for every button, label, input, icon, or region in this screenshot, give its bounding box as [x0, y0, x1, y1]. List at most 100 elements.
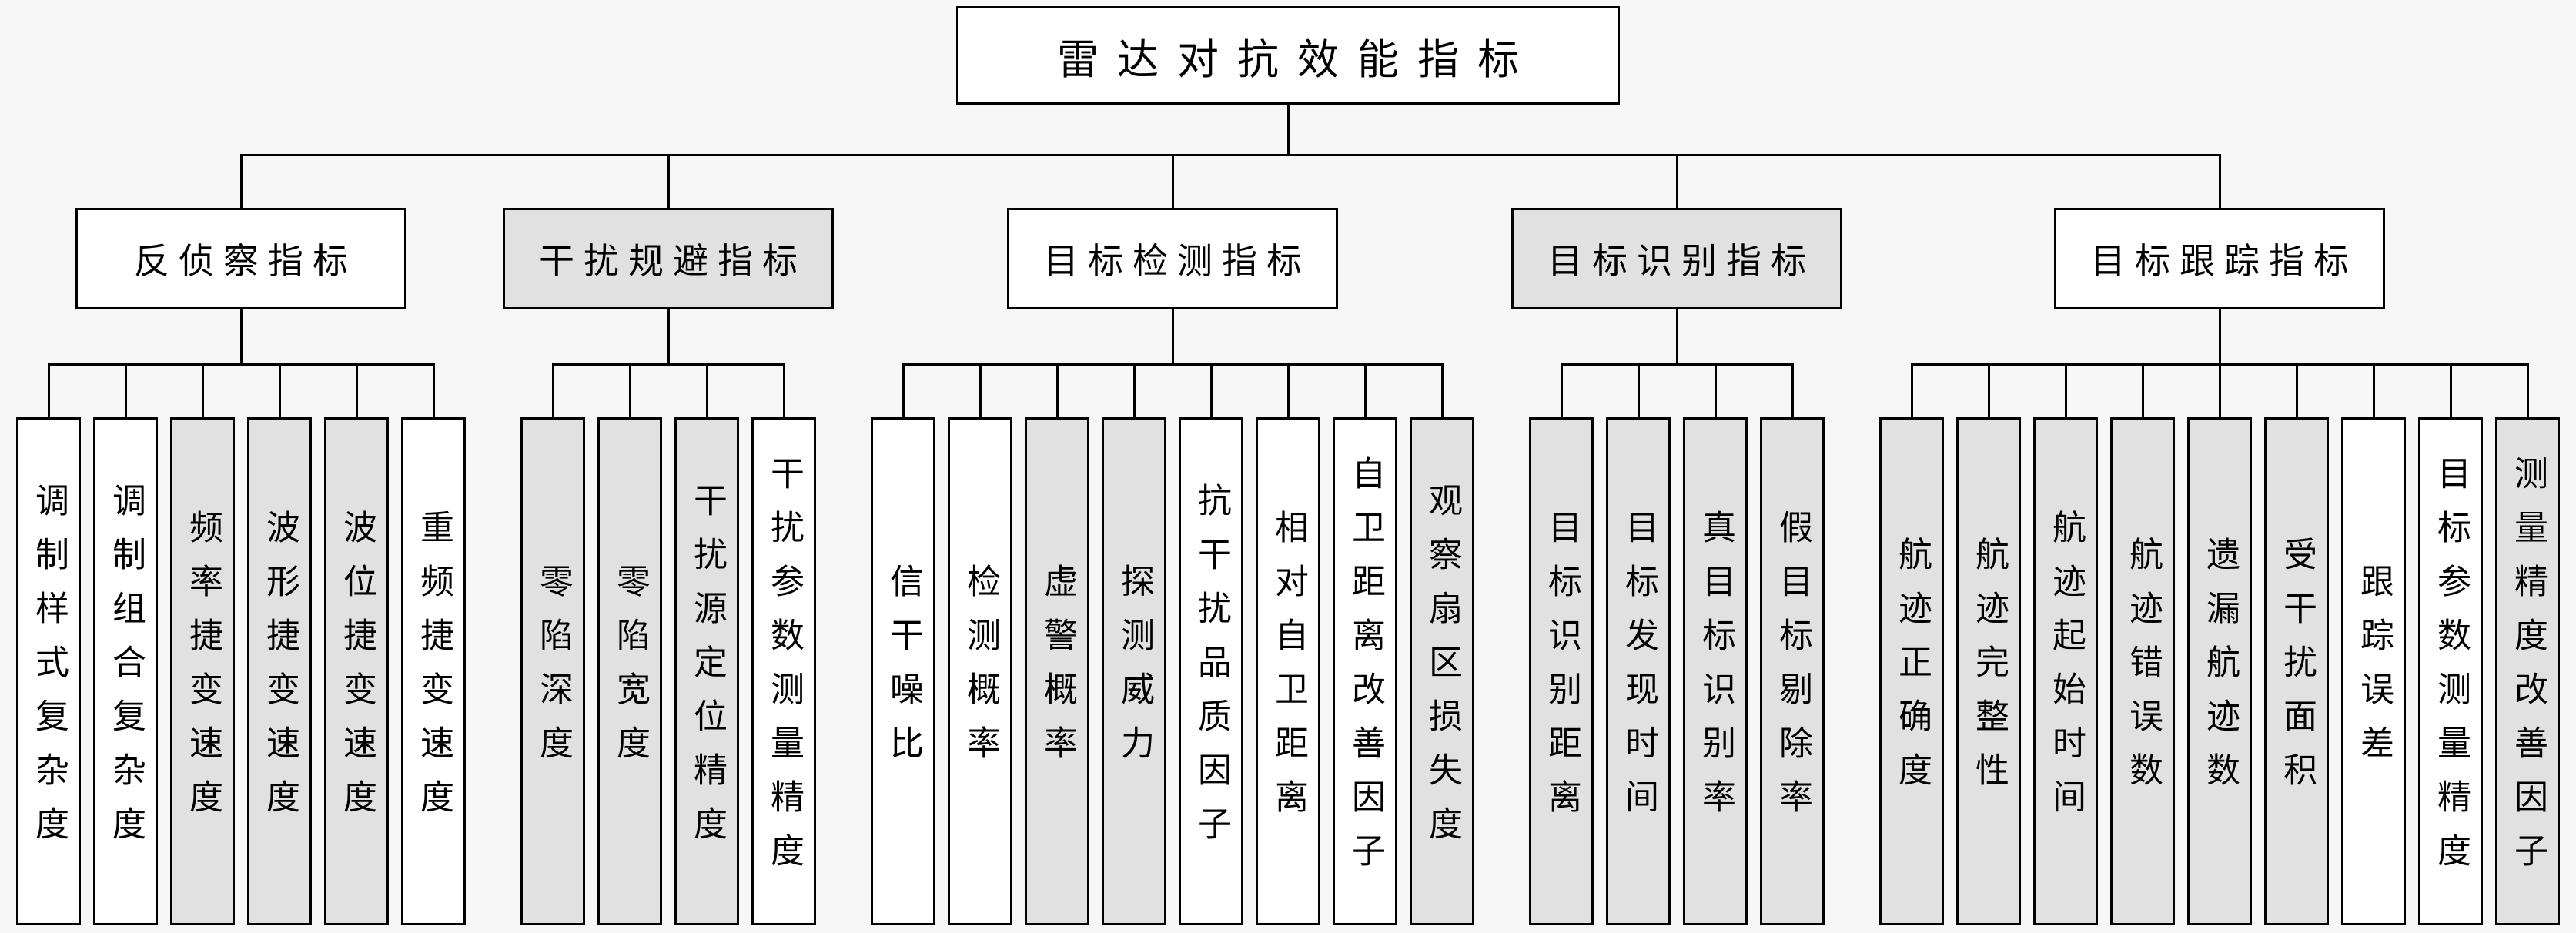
connector-leaf-stub: [201, 363, 204, 417]
connector-leaf-stub: [1440, 363, 1444, 417]
connector-leaf-stub: [2295, 363, 2298, 417]
leaf-col: 遗漏航迹数: [2181, 363, 2258, 925]
leaf-node: 检测概率: [948, 417, 1012, 925]
branch-target-tracking: 目标跟踪指标 航迹正确度 航迹完整性 航迹起始时间 航迹错误数: [1858, 154, 2576, 925]
leaf-col: 跟踪误差: [2335, 363, 2412, 925]
connector-head-stub: [239, 309, 243, 363]
connector-leaf-stub: [1791, 363, 1794, 417]
leaf-node: 真目标识别率: [1683, 417, 1748, 925]
leaf-col: 自卫距离改善因子: [1326, 363, 1403, 925]
root-row: 雷达对抗效能指标: [0, 6, 2576, 105]
connector-leaf-stub: [432, 363, 435, 417]
leaf-node: 干扰源定位精度: [674, 417, 739, 925]
leaf-col: 探测威力: [1096, 363, 1173, 925]
connector-head-stub: [667, 309, 670, 363]
leaf-node: 航迹错误数: [2110, 417, 2175, 925]
connector-leaf-stub: [2526, 363, 2529, 417]
connector-head-stub: [1675, 309, 1678, 363]
leaf-row: 目标识别距离 目标发现时间 真目标识别率 假目标剔除率: [1523, 363, 1831, 925]
leaf-node: 受干扰面积: [2264, 417, 2329, 925]
leaf-node: 零陷宽度: [597, 417, 662, 925]
connector-leaf-stub: [2218, 363, 2221, 417]
branch-target-detection: 目标检测指标 信干噪比 检测概率 虚警概率 探测威力: [849, 154, 1496, 925]
connector-leaf-stub: [278, 363, 281, 417]
root-node: 雷达对抗效能指标: [956, 6, 1620, 105]
branch-jam-avoidance: 干扰规避指标 零陷深度 零陷宽度 干扰源定位精度 干扰参数测量精度: [487, 154, 849, 925]
leaf-col: 干扰源定位精度: [668, 363, 745, 925]
leaf-col: 波形捷变速度: [241, 363, 318, 925]
connector-leaf-stub: [705, 363, 708, 417]
connector-head-stub: [1171, 309, 1174, 363]
connector-leaf-stub: [1209, 363, 1213, 417]
leaf-node: 目标识别距离: [1529, 417, 1594, 925]
leaf-col: 抗干扰品质因子: [1173, 363, 1250, 925]
branch-row: 反侦察指标 调制样式复杂度 调制组合复杂度 频率捷变速度 波形捷变速度: [0, 154, 2576, 925]
leaf-node: 信干噪比: [871, 417, 935, 925]
connector-leaf-stub: [2064, 363, 2067, 417]
leaf-col: 频率捷变速度: [164, 363, 241, 925]
connector-leaf-stub: [551, 363, 554, 417]
branch-target-recognition: 目标识别指标 目标识别距离 目标发现时间 真目标识别率 假目标剔除率: [1496, 154, 1858, 925]
leaf-node: 测量精度改善因子: [2495, 417, 2560, 925]
leaf-col: 调制样式复杂度: [10, 363, 87, 925]
leaf-col: 相对自卫距离: [1250, 363, 1326, 925]
connector-leaf-stub: [1637, 363, 1640, 417]
connector-leaf-stub: [1987, 363, 1990, 417]
connector-leaf-stub: [2449, 363, 2452, 417]
leaf-node: 波位捷变速度: [324, 417, 389, 925]
leaf-node: 重频捷变速度: [401, 417, 466, 925]
leaf-node: 抗干扰品质因子: [1179, 417, 1243, 925]
leaf-node: 波形捷变速度: [247, 417, 312, 925]
leaf-node: 航迹正确度: [1879, 417, 1944, 925]
leaf-col: 虚警概率: [1019, 363, 1096, 925]
leaf-node: 调制样式复杂度: [16, 417, 81, 925]
leaf-col: 观察扇区损失度: [1403, 363, 1480, 925]
branch-anti-recon: 反侦察指标 调制样式复杂度 调制组合复杂度 频率捷变速度 波形捷变速度: [0, 154, 487, 925]
branch-node: 干扰规避指标: [503, 208, 834, 309]
leaf-node: 遗漏航迹数: [2187, 417, 2252, 925]
connector-leaf-stub: [628, 363, 631, 417]
leaf-node: 目标发现时间: [1606, 417, 1671, 925]
branch-node: 目标检测指标: [1007, 208, 1338, 309]
leaf-col: 受干扰面积: [2258, 363, 2335, 925]
leaf-col: 测量精度改善因子: [2489, 363, 2566, 925]
connector-leaf-stub: [1132, 363, 1136, 417]
leaf-node: 探测威力: [1102, 417, 1166, 925]
leaf-node: 航迹完整性: [1956, 417, 2021, 925]
leaf-node: 虚警概率: [1025, 417, 1089, 925]
leaf-node: 干扰参数测量精度: [751, 417, 816, 925]
leaf-node: 调制组合复杂度: [93, 417, 158, 925]
leaf-node: 目标参数测量精度: [2418, 417, 2483, 925]
connector-leaf-stub: [1363, 363, 1367, 417]
connector-leaf-stub: [1286, 363, 1290, 417]
leaf-col: 检测概率: [942, 363, 1019, 925]
branch-node: 目标识别指标: [1511, 208, 1842, 309]
connector-branch-stub: [667, 154, 670, 208]
leaf-node: 频率捷变速度: [170, 417, 235, 925]
connector-root-stub: [1286, 105, 1290, 154]
connector-branch-stub: [239, 154, 243, 208]
leaf-col: 目标识别距离: [1523, 363, 1600, 925]
leaf-col: 航迹起始时间: [2027, 363, 2104, 925]
leaf-col: 波位捷变速度: [318, 363, 395, 925]
connector-branch-stub: [2218, 154, 2221, 208]
leaf-col: 目标参数测量精度: [2412, 363, 2489, 925]
leaf-row: 信干噪比 检测概率 虚警概率 探测威力 抗干扰品质因子: [865, 363, 1480, 925]
leaf-node: 相对自卫距离: [1256, 417, 1320, 925]
connector-leaf-stub: [355, 363, 358, 417]
leaf-node: 零陷深度: [520, 417, 585, 925]
leaf-col: 干扰参数测量精度: [745, 363, 822, 925]
connector-leaf-stub: [1055, 363, 1059, 417]
leaf-col: 航迹正确度: [1873, 363, 1950, 925]
leaf-col: 零陷深度: [514, 363, 591, 925]
connector-leaf-stub: [1714, 363, 1717, 417]
leaf-col: 航迹完整性: [1950, 363, 2027, 925]
connector-leaf-stub: [902, 363, 905, 417]
connector-branch-stub: [1171, 154, 1174, 208]
connector-branch-stub: [1675, 154, 1678, 208]
branch-node: 反侦察指标: [75, 208, 406, 309]
leaf-col: 假目标剔除率: [1754, 363, 1831, 925]
leaf-col: 航迹错误数: [2104, 363, 2181, 925]
leaf-row: 航迹正确度 航迹完整性 航迹起始时间 航迹错误数 遗漏航迹数: [1873, 363, 2566, 925]
